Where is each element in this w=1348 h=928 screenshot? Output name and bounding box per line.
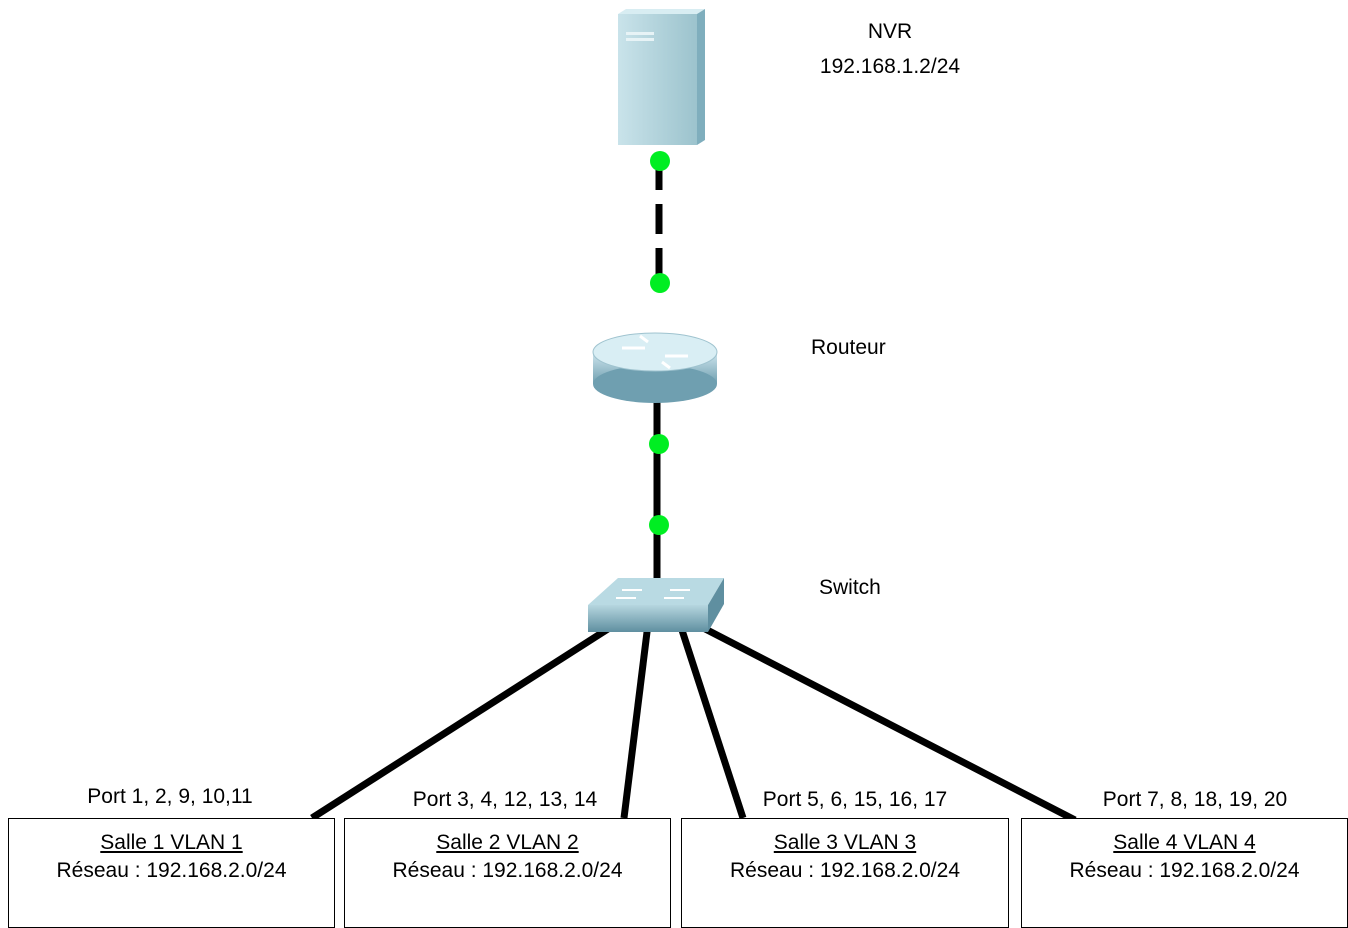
link-status-dot — [650, 273, 670, 293]
room-box-4: Salle 4 VLAN 4 Réseau : 192.168.2.0/24 — [1021, 818, 1348, 928]
link-status-dot — [649, 515, 669, 535]
router-name: Routeur — [811, 336, 886, 359]
link-status-dot — [650, 151, 670, 171]
room3-ports: Port 5, 6, 15, 16, 17 — [762, 788, 948, 811]
room3-title: Salle 3 VLAN 3 — [773, 831, 917, 854]
switch-name: Switch — [819, 576, 881, 599]
router-icon[interactable] — [592, 332, 718, 403]
room-box-2: Salle 2 VLAN 2 Réseau : 192.168.2.0/24 — [344, 818, 671, 928]
room4-network: Réseau : 192.168.2.0/24 — [1069, 859, 1300, 882]
room-box-1: Salle 1 VLAN 1 Réseau : 192.168.2.0/24 — [8, 818, 335, 928]
room1-network: Réseau : 192.168.2.0/24 — [56, 859, 287, 882]
room2-title: Salle 2 VLAN 2 — [436, 831, 579, 854]
nvr-ip: 192.168.1.2/24 — [819, 55, 961, 78]
room4-title: Salle 4 VLAN 4 — [1113, 831, 1256, 854]
switch-room4-cable — [682, 614, 1077, 824]
room2-ports: Port 3, 4, 12, 13, 14 — [412, 788, 598, 811]
switch-room2-cable — [620, 623, 652, 819]
room4-ports: Port 7, 8, 18, 19, 20 — [1102, 788, 1288, 811]
room-box-3: Salle 3 VLAN 3 Réseau : 192.168.2.0/24 — [681, 818, 1009, 928]
switch-icon[interactable] — [588, 578, 724, 632]
link-status-dot — [649, 434, 669, 454]
room1-title: Salle 1 VLAN 1 — [100, 831, 243, 854]
nvr-name: NVR — [867, 20, 913, 43]
room1-ports: Port 1, 2, 9, 10,11 — [87, 785, 253, 808]
room3-network: Réseau : 192.168.2.0/24 — [729, 859, 960, 882]
switch-room3-cable — [676, 622, 747, 820]
switch-room1-cable — [310, 617, 624, 821]
room2-network: Réseau : 192.168.2.0/24 — [392, 859, 623, 882]
server-icon[interactable] — [618, 9, 705, 145]
